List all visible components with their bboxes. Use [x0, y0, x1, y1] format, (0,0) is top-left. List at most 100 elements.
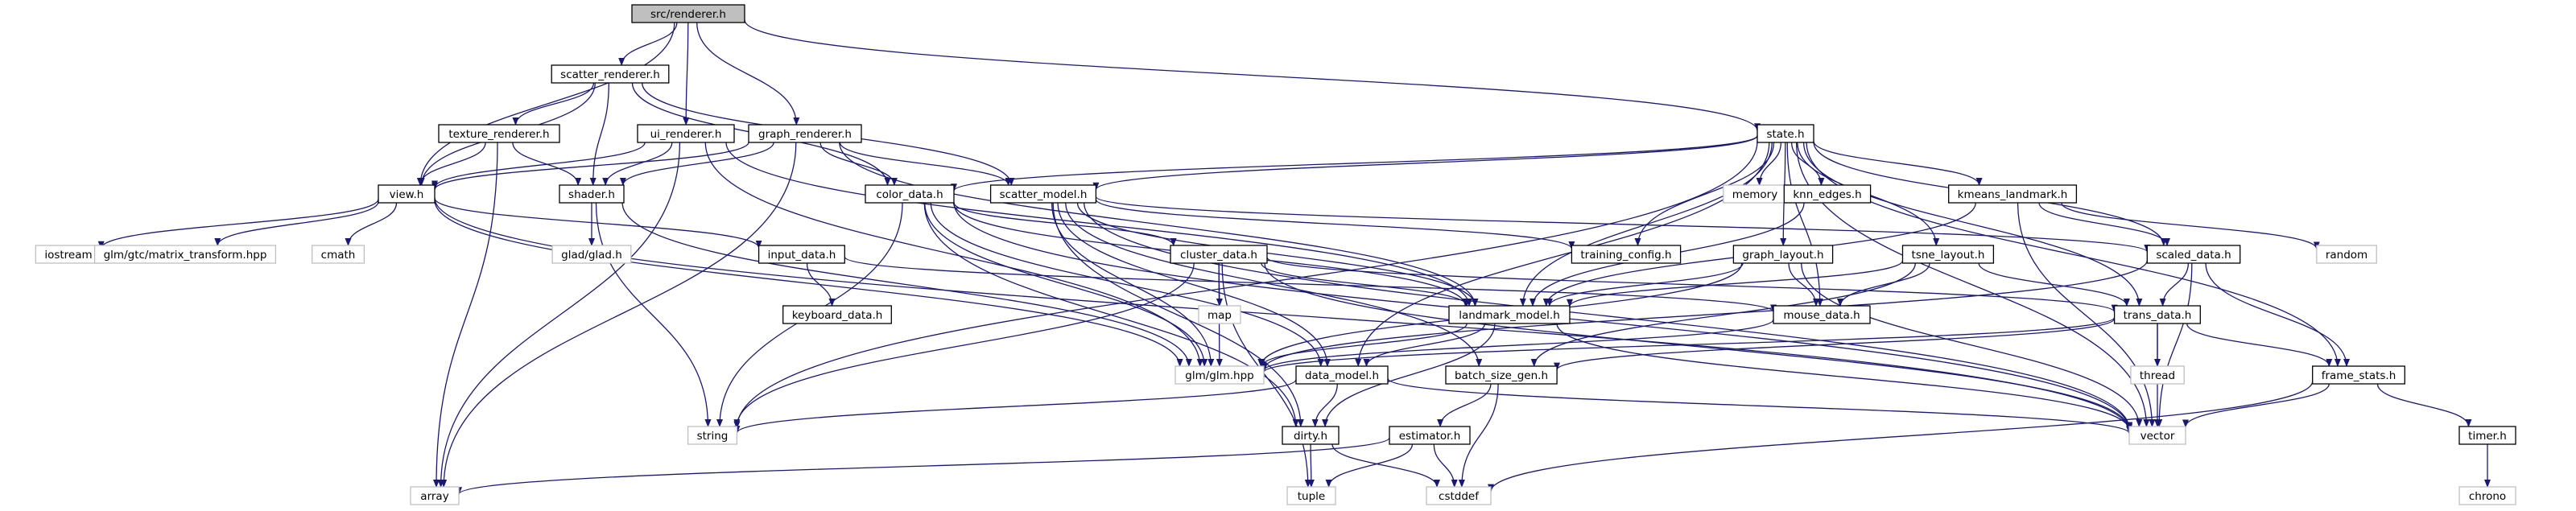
- node-frame-stats[interactable]: frame_stats.h: [2312, 365, 2405, 385]
- node-ui-renderer[interactable]: ui_renderer.h: [637, 124, 735, 143]
- node-label: glm/glm.hpp: [1185, 369, 1253, 382]
- edge-data_model-to-dirty: [1311, 383, 1338, 427]
- edge-color_data-to-dirty: [923, 202, 1299, 427]
- edge-landmark_model-to-glm: [1258, 323, 1468, 367]
- edge-view-to-vector: [434, 197, 2132, 433]
- node-chrono: chrono: [2458, 486, 2516, 505]
- edge-cluster_data-to-vector: [1264, 262, 2132, 431]
- edge-ui_renderer-to-view: [431, 142, 646, 189]
- node-label: state.h: [1766, 128, 1804, 141]
- node-scatter-model[interactable]: scatter_model.h: [989, 184, 1097, 204]
- node-graph-renderer[interactable]: graph_renderer.h: [748, 124, 862, 143]
- node-box: [1948, 184, 2078, 204]
- node-box: [758, 245, 845, 264]
- node-kmeans-landmark[interactable]: kmeans_landmark.h: [1948, 184, 2078, 204]
- edge-kmeans_landmark-to-vector: [2017, 202, 2156, 427]
- node-mouse-data[interactable]: mouse_data.h: [1773, 305, 1871, 324]
- node-label: estimator.h: [1399, 430, 1461, 443]
- node-trans-data[interactable]: trans_data.h: [2113, 305, 2201, 324]
- node-cstddef: cstddef: [1426, 486, 1492, 505]
- edge-graph_renderer-to-color_data: [819, 142, 898, 186]
- node-scaled-data[interactable]: scaled_data.h: [2146, 245, 2241, 264]
- node-label: cmath: [321, 249, 356, 262]
- node-glm: glm/glm.hpp: [1174, 365, 1265, 385]
- edge-state-to-frame_stats: [1806, 142, 2341, 367]
- node-knn-edges[interactable]: knn_edges.h: [1783, 184, 1872, 204]
- edge-view-to-iostream: [97, 199, 379, 249]
- node-estimator[interactable]: estimator.h: [1389, 426, 1471, 445]
- edge-batch_size_gen-to-estimator: [1437, 383, 1492, 427]
- node-label: batch_size_gen.h: [1455, 369, 1548, 382]
- edge-frame_stats-to-cstddef: [1488, 381, 2314, 492]
- node-color-data[interactable]: color_data.h: [865, 184, 955, 204]
- node-training-config[interactable]: training_config.h: [1571, 245, 1682, 264]
- edge-scatter_model-to-data_model: [1057, 202, 1331, 367]
- node-landmark-model[interactable]: landmark_model.h: [1448, 305, 1571, 324]
- node-view[interactable]: view.h: [378, 184, 436, 204]
- node-cluster-data[interactable]: cluster_data.h: [1170, 245, 1268, 264]
- node-box: [2312, 365, 2405, 385]
- node-label: timer.h: [2468, 430, 2507, 443]
- node-box: [1174, 365, 1265, 385]
- edge-renderer-to-scatter_renderer: [618, 22, 678, 66]
- edge-cluster_data-to-trans_data: [1266, 257, 2118, 313]
- node-box: [410, 486, 460, 505]
- node-dirty[interactable]: dirty.h: [1282, 426, 1340, 445]
- node-box: [2130, 365, 2185, 385]
- node-box: [1901, 245, 1995, 264]
- edge-texture_renderer-to-array: [433, 142, 498, 488]
- edge-landmark_model-to-dirty: [1322, 323, 1496, 427]
- node-box: [1783, 184, 1872, 204]
- edge-tsne_layout-to-landmark_model: [1567, 260, 1904, 307]
- node-label: data_model.h: [1305, 369, 1379, 382]
- node-label: scaled_data.h: [2156, 249, 2231, 262]
- node-label: view.h: [390, 188, 424, 201]
- edge-frame_stats-to-vector: [2182, 383, 2330, 428]
- node-graph-layout[interactable]: graph_layout.h: [1732, 245, 1834, 264]
- node-scatter-renderer[interactable]: scatter_renderer.h: [551, 64, 670, 84]
- node-cmath: cmath: [312, 245, 365, 264]
- node-renderer[interactable]: src/renderer.h: [631, 4, 745, 23]
- node-box: [378, 184, 436, 204]
- node-box: [2128, 426, 2186, 445]
- node-shader[interactable]: shader.h: [559, 184, 625, 204]
- node-box: [1732, 245, 1834, 264]
- node-label: memory: [1732, 188, 1777, 201]
- node-glm-matrix: glm/gtc/matrix_transform.hpp: [93, 245, 277, 264]
- node-array: array: [410, 486, 460, 505]
- edge-state-to-memory: [1756, 142, 1782, 186]
- node-input-data[interactable]: input_data.h: [758, 245, 845, 264]
- node-label: kmeans_landmark.h: [1958, 188, 2068, 201]
- edge-scaled_data-to-vector: [2156, 262, 2193, 427]
- edge-scatter_renderer-to-shader: [589, 82, 609, 186]
- node-timer[interactable]: timer.h: [2458, 426, 2516, 445]
- node-tsne-layout[interactable]: tsne_layout.h: [1901, 245, 1995, 264]
- node-box: [1295, 365, 1389, 385]
- node-memory: memory: [1723, 184, 1787, 204]
- node-label: dirty.h: [1294, 430, 1327, 443]
- edge-kmeans_landmark-to-random: [2061, 202, 2320, 250]
- edge-state-to-data_model: [1355, 142, 1770, 367]
- edge-data_model-to-string: [733, 379, 1297, 435]
- edge-view-to-glm: [434, 200, 1183, 367]
- edge-trans_data-to-batch_size_gen: [1554, 318, 2116, 371]
- edge-scatter_model-to-training_config: [1095, 199, 1575, 249]
- edge-renderer-to-graph_renderer: [696, 22, 800, 126]
- edge-landmark_model-to-data_model: [1363, 323, 1486, 367]
- edge-scatter_renderer-to-texture_renderer: [512, 82, 595, 126]
- node-box: [1773, 305, 1871, 324]
- node-label: cluster_data.h: [1180, 249, 1257, 262]
- node-box: [2113, 305, 2201, 324]
- node-label: tuple: [1298, 490, 1325, 503]
- node-keyboard-data[interactable]: keyboard_data.h: [782, 305, 892, 324]
- edge-tsne_layout-to-mouse_data: [1837, 262, 1930, 307]
- node-box: [637, 124, 735, 143]
- node-tuple: tuple: [1286, 486, 1336, 505]
- node-label: glm/gtc/matrix_transform.hpp: [104, 249, 267, 262]
- node-label: color_data.h: [876, 188, 943, 201]
- node-texture-renderer[interactable]: texture_renderer.h: [438, 124, 560, 143]
- node-state[interactable]: state.h: [1757, 124, 1814, 143]
- node-label: ui_renderer.h: [650, 128, 722, 141]
- node-batch-size-gen[interactable]: batch_size_gen.h: [1445, 365, 1558, 385]
- node-data-model[interactable]: data_model.h: [1295, 365, 1389, 385]
